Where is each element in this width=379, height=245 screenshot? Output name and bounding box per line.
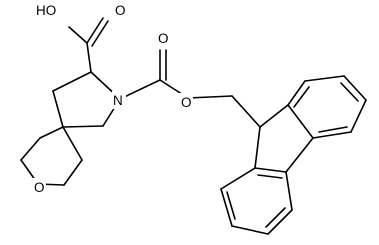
bond-ar1-1	[287, 104, 314, 139]
bond-n-carbonyl	[119, 79, 161, 100]
bond-ar2-5	[220, 188, 233, 227]
bond-ar1-d1	[318, 126, 348, 133]
bond-c-oh	[68, 26, 88, 44]
bond-c10-spiro	[62, 126, 83, 161]
bond-ar1-4	[343, 75, 367, 101]
ester-o-label-bg	[179, 93, 193, 111]
bond-lines	[20, 17, 367, 235]
bond-ar1-d2	[340, 82, 359, 102]
ether-o-label-bg	[32, 178, 46, 196]
bond-ar2-3	[267, 209, 293, 235]
bond-ar2-d3	[226, 191, 236, 220]
bond-ar1-2	[312, 131, 352, 139]
bond-ar1-5	[304, 75, 345, 82]
ring-nitrogen-label: N	[113, 93, 123, 108]
bond-ar2-6	[220, 167, 256, 190]
acid-carbonyl-oxygen-label: O	[115, 3, 126, 18]
bond-ar1-3	[350, 99, 367, 133]
bond-ar2-1	[254, 167, 287, 173]
bond-ca-c4	[52, 71, 92, 92]
atom-labels: HO O O O N O	[32, 2, 193, 196]
acid-o-label-bg	[114, 2, 128, 20]
bond-ar1-d3	[293, 86, 310, 108]
bond-spiro-c6	[39, 126, 64, 139]
bond-c9-c10	[63, 159, 83, 186]
bond-c9-c9a	[259, 104, 289, 128]
bond-ar2-4	[231, 225, 269, 235]
bond-c6-c7	[20, 137, 41, 161]
hydroxyl-label: HO	[36, 3, 56, 18]
ring-ether-oxygen-label: O	[34, 180, 45, 195]
bond-c-eq-o-b	[91, 20, 109, 47]
oh-label-bg	[34, 2, 68, 20]
bond-ar2-2	[285, 171, 293, 211]
bond-ch2-c9	[231, 95, 261, 128]
bond-c4b-c4a	[285, 137, 314, 173]
ester-oxygen-label: O	[181, 95, 192, 110]
bond-spiro-c1	[62, 125, 104, 128]
carbamate-o-label-bg	[156, 29, 170, 47]
carbamate-carbonyl-oxygen-label: O	[158, 31, 169, 46]
bond-c-eq-o-a	[86, 17, 104, 44]
bond-c4-spiro	[52, 90, 64, 128]
bond-c9-c8a	[254, 126, 261, 169]
bond-ar1-6	[287, 80, 306, 106]
n-label-bg	[112, 91, 126, 109]
bond-o-ch2	[187, 95, 233, 99]
bond-ar2-d2	[265, 207, 286, 228]
bond-ar2-d1	[257, 174, 283, 179]
bond-ca-cooh	[86, 42, 92, 73]
